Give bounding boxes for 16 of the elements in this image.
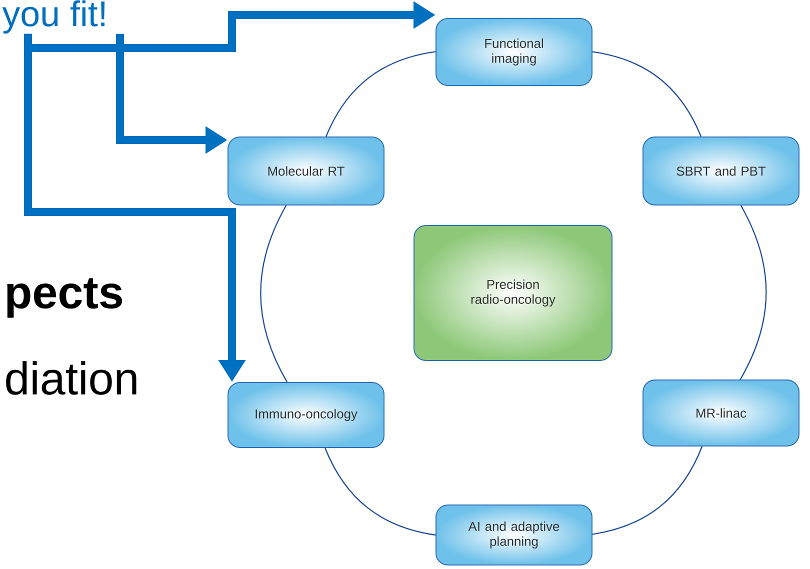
process-box: SBRT and PBT xyxy=(642,136,800,206)
process-box: Functional imaging xyxy=(436,18,592,86)
slide-text: diation xyxy=(6,361,136,395)
circle-arc xyxy=(592,446,703,535)
heading-text: you fit! xyxy=(2,0,105,34)
process-box: Molecular RT xyxy=(228,136,384,206)
central-box: Precision radio-oncology xyxy=(414,224,612,361)
circle-arc xyxy=(740,205,767,380)
process-box: AI and adaptive planning xyxy=(436,504,592,566)
process-box: MR-linac xyxy=(642,379,800,446)
slide-text: pects xyxy=(7,278,122,318)
circle-arc xyxy=(260,205,288,382)
process-box: Immuno-oncology xyxy=(228,382,384,448)
circle-arc xyxy=(592,51,702,137)
circle-arc xyxy=(326,51,436,137)
circle-arc xyxy=(324,448,436,536)
